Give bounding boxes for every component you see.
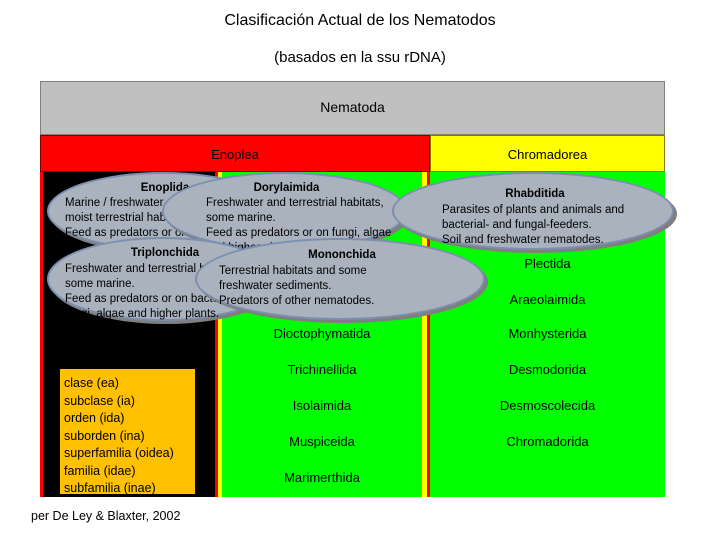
order-chromadorida: Chromadorida (506, 434, 589, 449)
triplonchida-description: Freshwater and terrestrial habitats, som… (65, 263, 243, 320)
legend-item: suborden (ina) (64, 428, 145, 443)
rhabditida-ellipse: Rhabditida Parasites of plants and anima… (392, 172, 674, 250)
order-isolaimida: Isolaimida (292, 398, 352, 413)
order-marimerthida: Marimerthida (284, 470, 360, 485)
legend-item: superfamilia (oidea) (64, 446, 174, 460)
order-plectida: Plectida (524, 256, 571, 271)
dorylaimida-ellipse: Dorylaimida Freshwater and terrestrial h… (162, 172, 407, 254)
legend-item: familia (idae) (64, 463, 136, 478)
rhabditida-title: Rhabditida (505, 188, 565, 200)
legend-item: clase (ea) (64, 376, 119, 390)
order-desmodorida: Desmodorida (508, 362, 587, 377)
order-araeolaimida: Araeolaimida (509, 292, 586, 307)
enoplea-bar (40, 135, 430, 172)
page-subtitle: (basados en la ssu rDNA) (274, 49, 446, 66)
dorylaimida-title: Dorylaimida (253, 182, 320, 194)
nematoda-box (40, 81, 665, 135)
order-desmoscolecida: Desmoscolecida (499, 398, 596, 413)
enoplea-label: Enoplea (211, 147, 259, 162)
legend-item: subclase (ia) (64, 393, 135, 408)
mononchida-title: Mononchida (308, 249, 376, 261)
page-title: Clasificación Actual de los Nematodos (224, 12, 496, 29)
order-muspiceida: Muspiceida (289, 434, 355, 449)
rhabditida-description: Parasites of plants and animals and bact… (442, 204, 625, 246)
legend-item: subfamilia (inae) (64, 481, 156, 495)
triplonchida-title: Triplonchida (130, 247, 200, 259)
nematoda-label: Nematoda (320, 99, 385, 115)
mononchida-ellipse: Mononchida Terrestrial habitats and some… (195, 238, 485, 320)
mononchida-description: Terrestrial habitats and some freshwater… (219, 265, 375, 307)
order-monhysterida: Monhysterida (508, 326, 587, 341)
order-dioctophymatida: Dioctophymatida (273, 326, 371, 341)
order-trichinellida: Trichinellida (287, 362, 357, 377)
taxonomy-legend: clase (ea) subclase (ia) orden (ida) sub… (59, 368, 196, 495)
credit-text: per De Ley & Blaxter, 2002 (31, 509, 181, 523)
legend-item: orden (ida) (64, 411, 125, 425)
chromadorea-label: Chromadorea (507, 147, 588, 162)
